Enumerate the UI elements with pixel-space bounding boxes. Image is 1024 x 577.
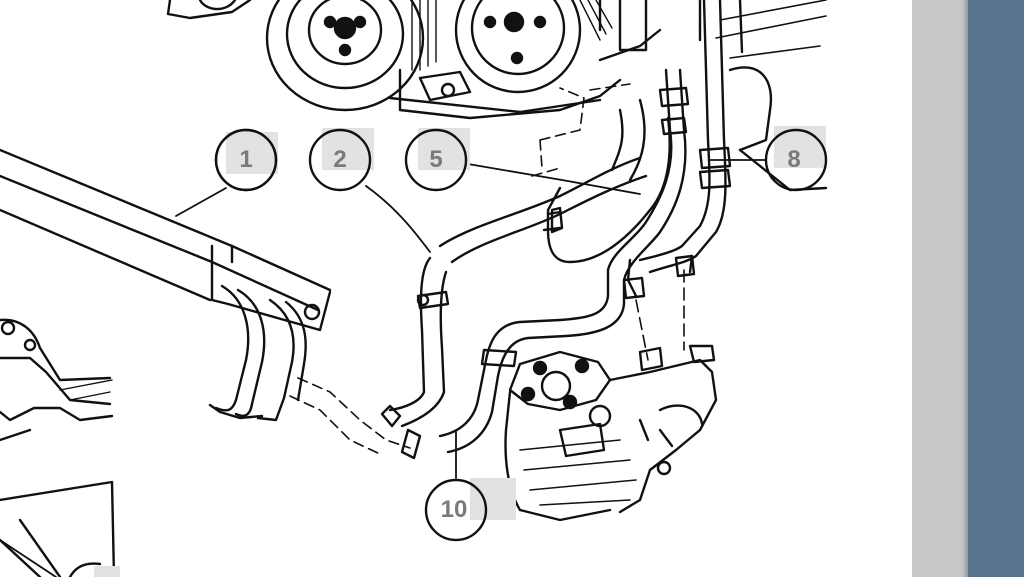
cooler-tube-drawing (0, 148, 332, 422)
leader-lines (0, 159, 767, 577)
steering-gear-drawing (504, 344, 718, 522)
hoses-drawing (289, 0, 732, 460)
callout-5: 5 (429, 146, 443, 173)
diagram-page: 1 2 5 8 10 (0, 0, 828, 577)
callout-bubbles (68, 126, 828, 577)
gutter-shadow (962, 0, 970, 577)
engine-pulleys-drawing (166, 0, 828, 192)
callout-8: 8 (787, 146, 801, 173)
left-engine-fragment (0, 318, 116, 577)
callout-2: 2 (333, 146, 347, 173)
power-steering-hose-diagram (0, 0, 828, 577)
side-panel (968, 0, 1024, 577)
callout-10: 10 (440, 496, 468, 523)
viewer-gutter (912, 0, 968, 577)
callout-1: 1 (239, 146, 253, 173)
